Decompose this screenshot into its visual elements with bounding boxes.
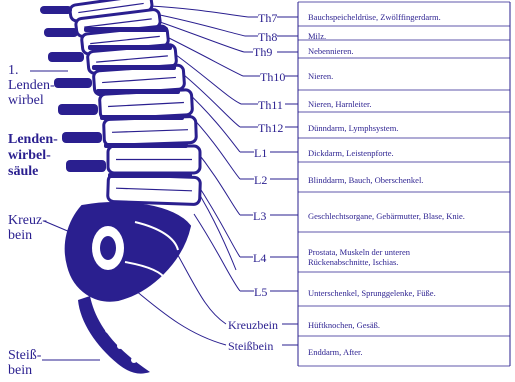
row-code: Kreuzbein bbox=[228, 318, 278, 333]
nerve-line bbox=[194, 214, 240, 291]
row-description: Geschlechtsorgane, Gebärmutter, Blase, K… bbox=[308, 212, 465, 222]
description-line: Rückenabschnitte, Ischias. bbox=[308, 258, 410, 268]
row-description: Blinddarm, Bauch, Oberschenkel. bbox=[308, 176, 423, 186]
label-line: Lenden- bbox=[8, 132, 58, 148]
row-description: Milz. bbox=[308, 32, 326, 42]
vertebral-process bbox=[40, 6, 72, 14]
sacral-foramen-inner bbox=[100, 236, 116, 260]
row-code: L2 bbox=[254, 173, 267, 188]
label-line: Steiß- bbox=[8, 348, 41, 363]
row-code: Th8 bbox=[258, 30, 277, 45]
row-description: Hüftknochen, Gesäß. bbox=[308, 321, 380, 331]
sacrum-label: Kreuz- bein bbox=[8, 213, 47, 243]
label-line: Lenden- bbox=[8, 78, 55, 93]
description-line: Milz. bbox=[308, 32, 326, 42]
label-line: säule bbox=[8, 164, 58, 180]
description-line: Blinddarm, Bauch, Oberschenkel. bbox=[308, 176, 423, 186]
row-description: Dünndarm, Lymphsystem. bbox=[308, 124, 398, 134]
row-code: Th11 bbox=[258, 98, 283, 113]
intervertebral-disc bbox=[88, 45, 172, 50]
sacrum bbox=[66, 203, 190, 301]
vertebral-process bbox=[44, 28, 78, 37]
row-description: Nieren. bbox=[308, 72, 333, 82]
label-line: 1. bbox=[8, 63, 55, 78]
vertebral-process bbox=[62, 132, 102, 143]
intervertebral-disc bbox=[84, 27, 168, 32]
coccyx bbox=[78, 296, 150, 374]
description-line: Geschlechtsorgane, Gebärmutter, Blase, K… bbox=[308, 212, 465, 222]
description-line: Unterschenkel, Sprunggelenke, Füße. bbox=[308, 289, 436, 299]
vertebral-process bbox=[48, 52, 84, 62]
description-line: Dünndarm, Lymphsystem. bbox=[308, 124, 398, 134]
row-description: Bauchspeicheldrüse, Zwölffingerdarm. bbox=[308, 13, 441, 23]
first-lumbar-vertebra-label: 1. Lenden- wirbel bbox=[8, 63, 55, 108]
row-code: Th9 bbox=[253, 45, 272, 60]
description-line: Nebennieren. bbox=[308, 47, 354, 57]
nerve-line bbox=[135, 290, 226, 345]
vertebral-process bbox=[66, 160, 106, 172]
nerve-line bbox=[150, 6, 248, 17]
description-line: Enddarm, After. bbox=[308, 348, 363, 358]
row-code: Th12 bbox=[258, 121, 283, 136]
vertebral-process bbox=[58, 104, 98, 115]
intervertebral-disc bbox=[92, 65, 176, 70]
intervertebral-disc bbox=[108, 173, 192, 178]
description-line: Nieren, Harnleiter. bbox=[308, 100, 371, 110]
row-code: L4 bbox=[253, 251, 266, 266]
nerve-line bbox=[175, 250, 226, 324]
vertebral-column bbox=[30, 0, 200, 374]
row-description: Enddarm, After. bbox=[308, 348, 363, 358]
row-description: Nebennieren. bbox=[308, 47, 354, 57]
description-line: Hüftknochen, Gesäß. bbox=[308, 321, 380, 331]
coccyx-segment bbox=[97, 309, 103, 315]
coccyx-label: Steiß- bein bbox=[8, 348, 41, 378]
coccyx-segment bbox=[117, 343, 123, 349]
row-description: Prostata, Muskeln der unteren Rückenabsc… bbox=[308, 248, 410, 267]
intervertebral-disc bbox=[100, 115, 184, 120]
label-line: bein bbox=[8, 363, 41, 378]
description-line: Bauchspeicheldrüse, Zwölffingerdarm. bbox=[308, 13, 441, 23]
label-line: wirbel- bbox=[8, 148, 58, 164]
label-line: Kreuz- bbox=[8, 213, 47, 228]
nerve-line bbox=[196, 182, 240, 257]
vertebral-process bbox=[54, 78, 92, 88]
intervertebral-disc bbox=[104, 143, 188, 148]
row-description: Dickdarm, Leistenpforte. bbox=[308, 149, 394, 159]
intervertebral-disc bbox=[96, 89, 180, 94]
row-code: Th7 bbox=[258, 11, 277, 26]
row-code: L1 bbox=[254, 146, 267, 161]
label-line: bein bbox=[8, 228, 47, 243]
lumbar-spine-label: Lenden- wirbel- säule bbox=[8, 132, 58, 180]
row-description: Unterschenkel, Sprunggelenke, Füße. bbox=[308, 289, 436, 299]
row-code: L5 bbox=[254, 285, 267, 300]
row-code: L3 bbox=[253, 209, 266, 224]
row-code: Steißbein bbox=[228, 339, 273, 354]
label-line: wirbel bbox=[8, 93, 55, 108]
description-line: Dickdarm, Leistenpforte. bbox=[308, 149, 394, 159]
row-code: Th10 bbox=[260, 70, 285, 85]
description-line: Nieren. bbox=[308, 72, 333, 82]
label-leader bbox=[44, 221, 70, 232]
coccyx-segment bbox=[131, 357, 137, 363]
coccyx-segment bbox=[105, 327, 111, 333]
row-description: Nieren, Harnleiter. bbox=[308, 100, 371, 110]
